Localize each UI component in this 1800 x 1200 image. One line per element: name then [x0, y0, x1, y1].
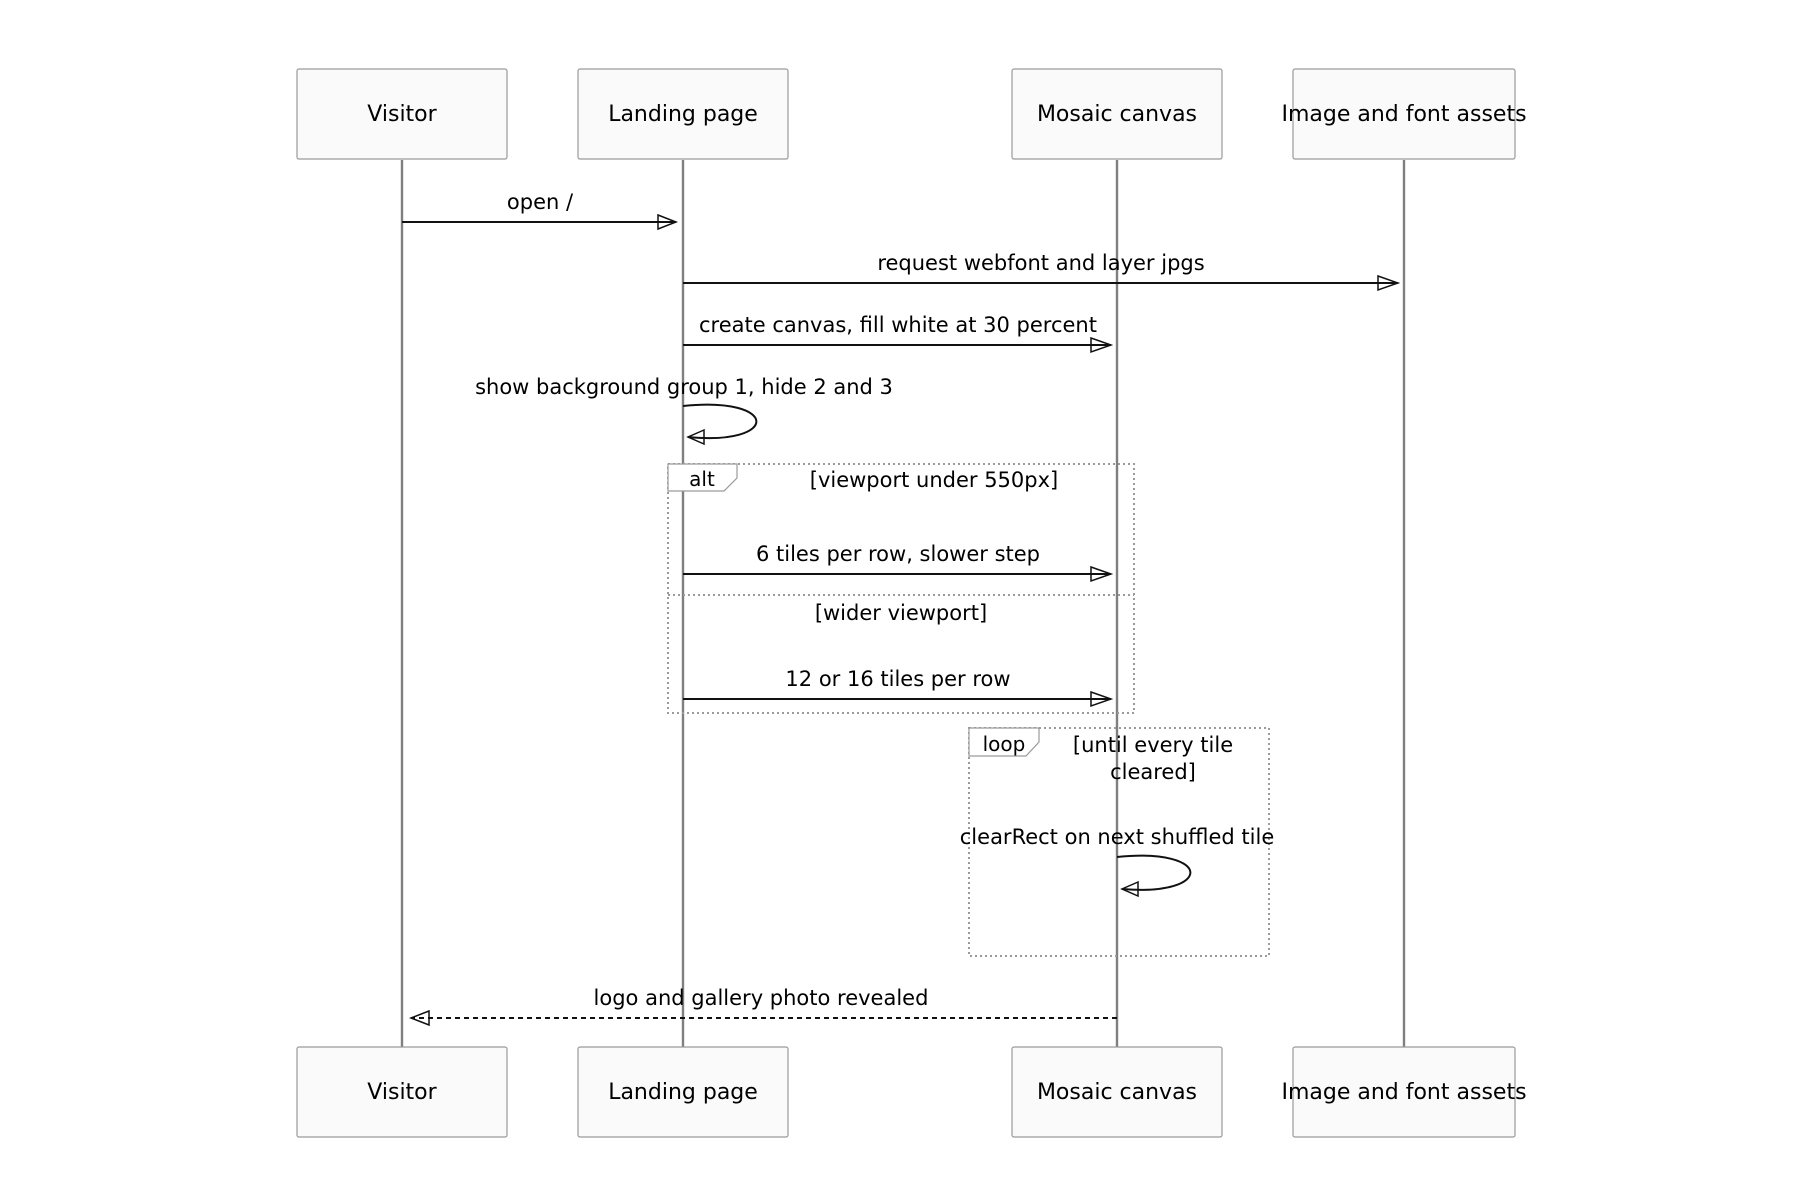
message-reveal: logo and gallery photo revealed — [408, 986, 1117, 1027]
actor-mosaic-canvas-bottom-label: Mosaic canvas — [1037, 1080, 1197, 1105]
message-request-assets-label: request webfont and layer jpgs — [877, 251, 1204, 275]
arrowhead-open — [657, 213, 679, 231]
message-six-tiles-label: 6 tiles per row, slower step — [756, 542, 1040, 566]
alt-frame: alt [viewport under 550px] [wider viewpo… — [667, 463, 1135, 714]
alt-condition-narrow: [viewport under 550px] — [810, 468, 1058, 492]
message-create-canvas-label: create canvas, fill white at 30 percent — [699, 313, 1097, 337]
arrowhead-twelve-tiles — [1090, 690, 1114, 708]
actor-landing-page-top-label: Landing page — [608, 102, 758, 127]
arrowhead-request-assets — [1377, 274, 1401, 292]
message-twelve-tiles: 12 or 16 tiles per row — [683, 667, 1114, 708]
arrowhead-create-canvas — [1090, 336, 1114, 354]
loop-condition-line-2: cleared] — [1110, 760, 1196, 784]
message-clear-rect-label: clearRect on next shuffled tile — [960, 825, 1274, 849]
alt-frame-keyword: alt — [689, 467, 715, 491]
message-six-tiles: 6 tiles per row, slower step — [683, 542, 1114, 583]
arrowhead-clear-rect — [1120, 880, 1139, 898]
message-create-canvas: create canvas, fill white at 30 percent — [683, 313, 1114, 354]
actor-image-and-font-assets-bottom: Image and font assets — [1281, 1046, 1527, 1138]
alt-condition-wide: [wider viewport] — [815, 601, 987, 625]
actor-landing-page-bottom-label: Landing page — [608, 1080, 758, 1105]
message-show-background-label: show background group 1, hide 2 and 3 — [475, 375, 893, 399]
arrowhead-reveal — [408, 1009, 430, 1027]
message-reveal-label: logo and gallery photo revealed — [594, 986, 929, 1010]
message-open-label: open / — [507, 190, 574, 214]
actor-image-and-font-assets-bottom-label: Image and font assets — [1281, 1080, 1526, 1105]
message-clear-rect: clearRect on next shuffled tile — [960, 825, 1274, 898]
actor-image-and-font-assets-top: Image and font assets — [1281, 68, 1527, 160]
actor-mosaic-canvas-top: Mosaic canvas — [1011, 68, 1223, 160]
loop-frame-tab — [968, 727, 1040, 757]
arrowhead-six-tiles — [1090, 565, 1114, 583]
message-request-assets: request webfont and layer jpgs — [683, 251, 1401, 292]
actor-mosaic-canvas-bottom: Mosaic canvas — [1011, 1046, 1223, 1138]
message-open: open / — [402, 190, 679, 231]
loop-frame: loop [until every tile cleared] — [968, 727, 1270, 957]
loop-frame-keyword: loop — [983, 732, 1026, 756]
actor-visitor-bottom: Visitor — [296, 1046, 508, 1138]
alt-frame-tab — [667, 463, 738, 492]
arrowhead-show-background — [686, 428, 705, 446]
actor-landing-page-bottom: Landing page — [577, 1046, 789, 1138]
actor-landing-page-top: Landing page — [577, 68, 789, 160]
actor-mosaic-canvas-top-label: Mosaic canvas — [1037, 102, 1197, 127]
actor-visitor-top: Visitor — [296, 68, 508, 160]
actor-visitor-bottom-label: Visitor — [367, 1080, 437, 1105]
actor-image-and-font-assets-top-label: Image and font assets — [1281, 102, 1526, 127]
loop-condition-line-1: [until every tile — [1073, 733, 1233, 757]
message-twelve-tiles-label: 12 or 16 tiles per row — [785, 667, 1010, 691]
message-show-background: show background group 1, hide 2 and 3 — [475, 375, 893, 446]
actor-visitor-top-label: Visitor — [367, 102, 437, 127]
